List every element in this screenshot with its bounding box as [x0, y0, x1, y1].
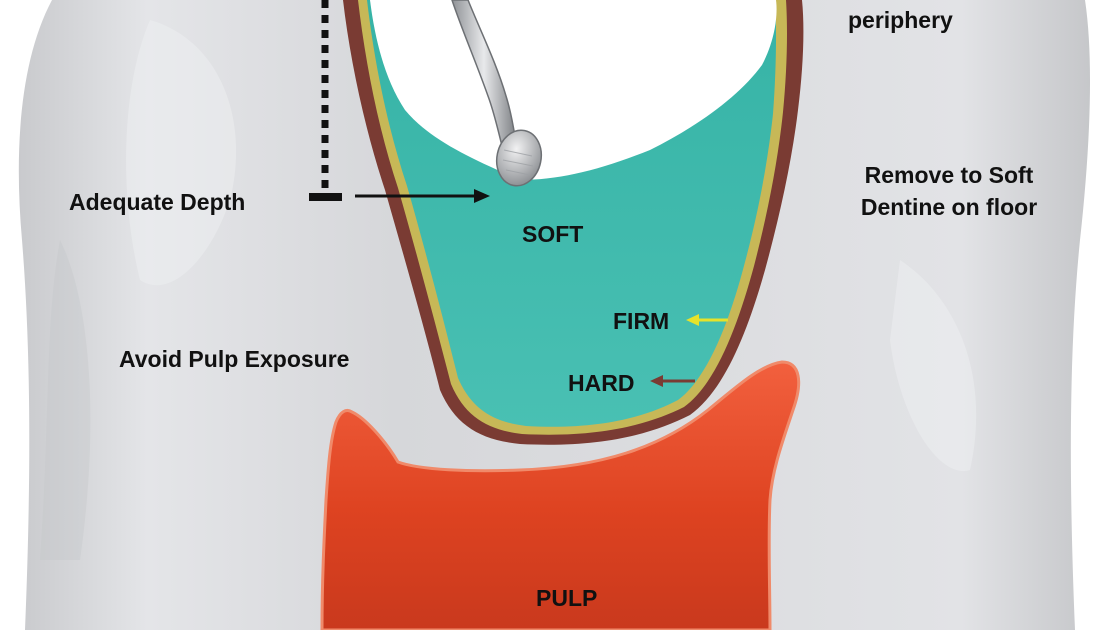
- adequate-depth-arrowhead: [474, 189, 490, 203]
- pulp-label: PULP: [536, 585, 598, 611]
- periphery-label: periphery: [848, 7, 953, 33]
- pulp-chamber: [320, 360, 801, 630]
- tooth-texture: [40, 240, 91, 560]
- firm-dentine-label: FIRM: [613, 308, 670, 334]
- remove-label-line-1: Remove to Soft: [864, 162, 1034, 188]
- tooth-texture: [126, 20, 237, 286]
- hard-dentine-label: HARD: [568, 370, 635, 396]
- avoid-pulp-exposure-label: Avoid Pulp Exposure: [119, 346, 350, 372]
- spoon-excavator-icon: [451, 0, 543, 187]
- firm-arrowhead: [686, 314, 699, 326]
- adequate-depth-label: Adequate Depth: [69, 189, 246, 215]
- hard-arrowhead: [650, 375, 663, 387]
- excavator-spoon: [495, 129, 543, 187]
- tooth-texture: [890, 260, 977, 472]
- depth-indicator-bar: [309, 193, 342, 201]
- soft-dentine-label: SOFT: [522, 221, 584, 247]
- remove-to-soft-dentine-label: Remove to Soft Dentine on floor: [833, 159, 1065, 223]
- remove-label-line-2: Dentine on floor: [860, 194, 1038, 220]
